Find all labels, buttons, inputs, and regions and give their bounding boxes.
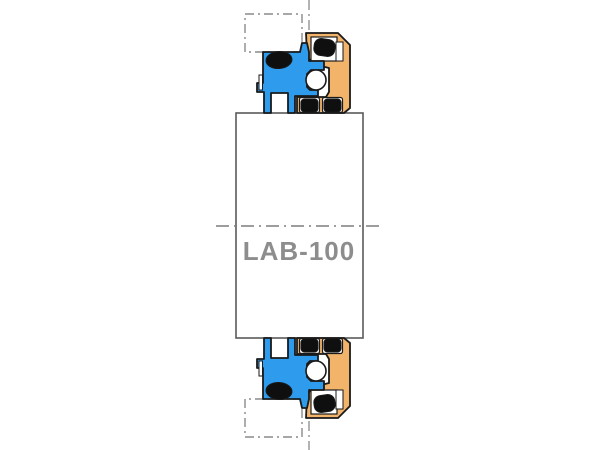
stator-oring-top: [313, 38, 336, 57]
shaft-oring-b-top: [323, 98, 342, 113]
rotor-slot-top: [258, 74, 263, 91]
shaft-oring-b-bottom: [323, 338, 342, 353]
housing-outline-bottom: [244, 398, 303, 438]
stator-notch-bottom: [335, 389, 344, 410]
part-number-label: LAB-100: [243, 236, 355, 266]
housing-outline-top: [244, 13, 303, 53]
stator-oring-bottom: [313, 394, 336, 413]
labyrinth-ring-circle-top: [305, 69, 327, 91]
seal-assembly-top: [244, 0, 351, 114]
labyrinth-ring-circle-bottom: [305, 360, 327, 382]
shaft-oring-a-top: [300, 98, 319, 113]
stator-notch-top: [335, 41, 344, 62]
rotor-slot-bottom: [258, 360, 263, 377]
rotor-oring-top: [265, 50, 293, 70]
shaft-oring-a-bottom: [300, 338, 319, 353]
seal-assembly-bottom: [244, 337, 351, 450]
rotor-oring-bottom: [265, 381, 293, 401]
